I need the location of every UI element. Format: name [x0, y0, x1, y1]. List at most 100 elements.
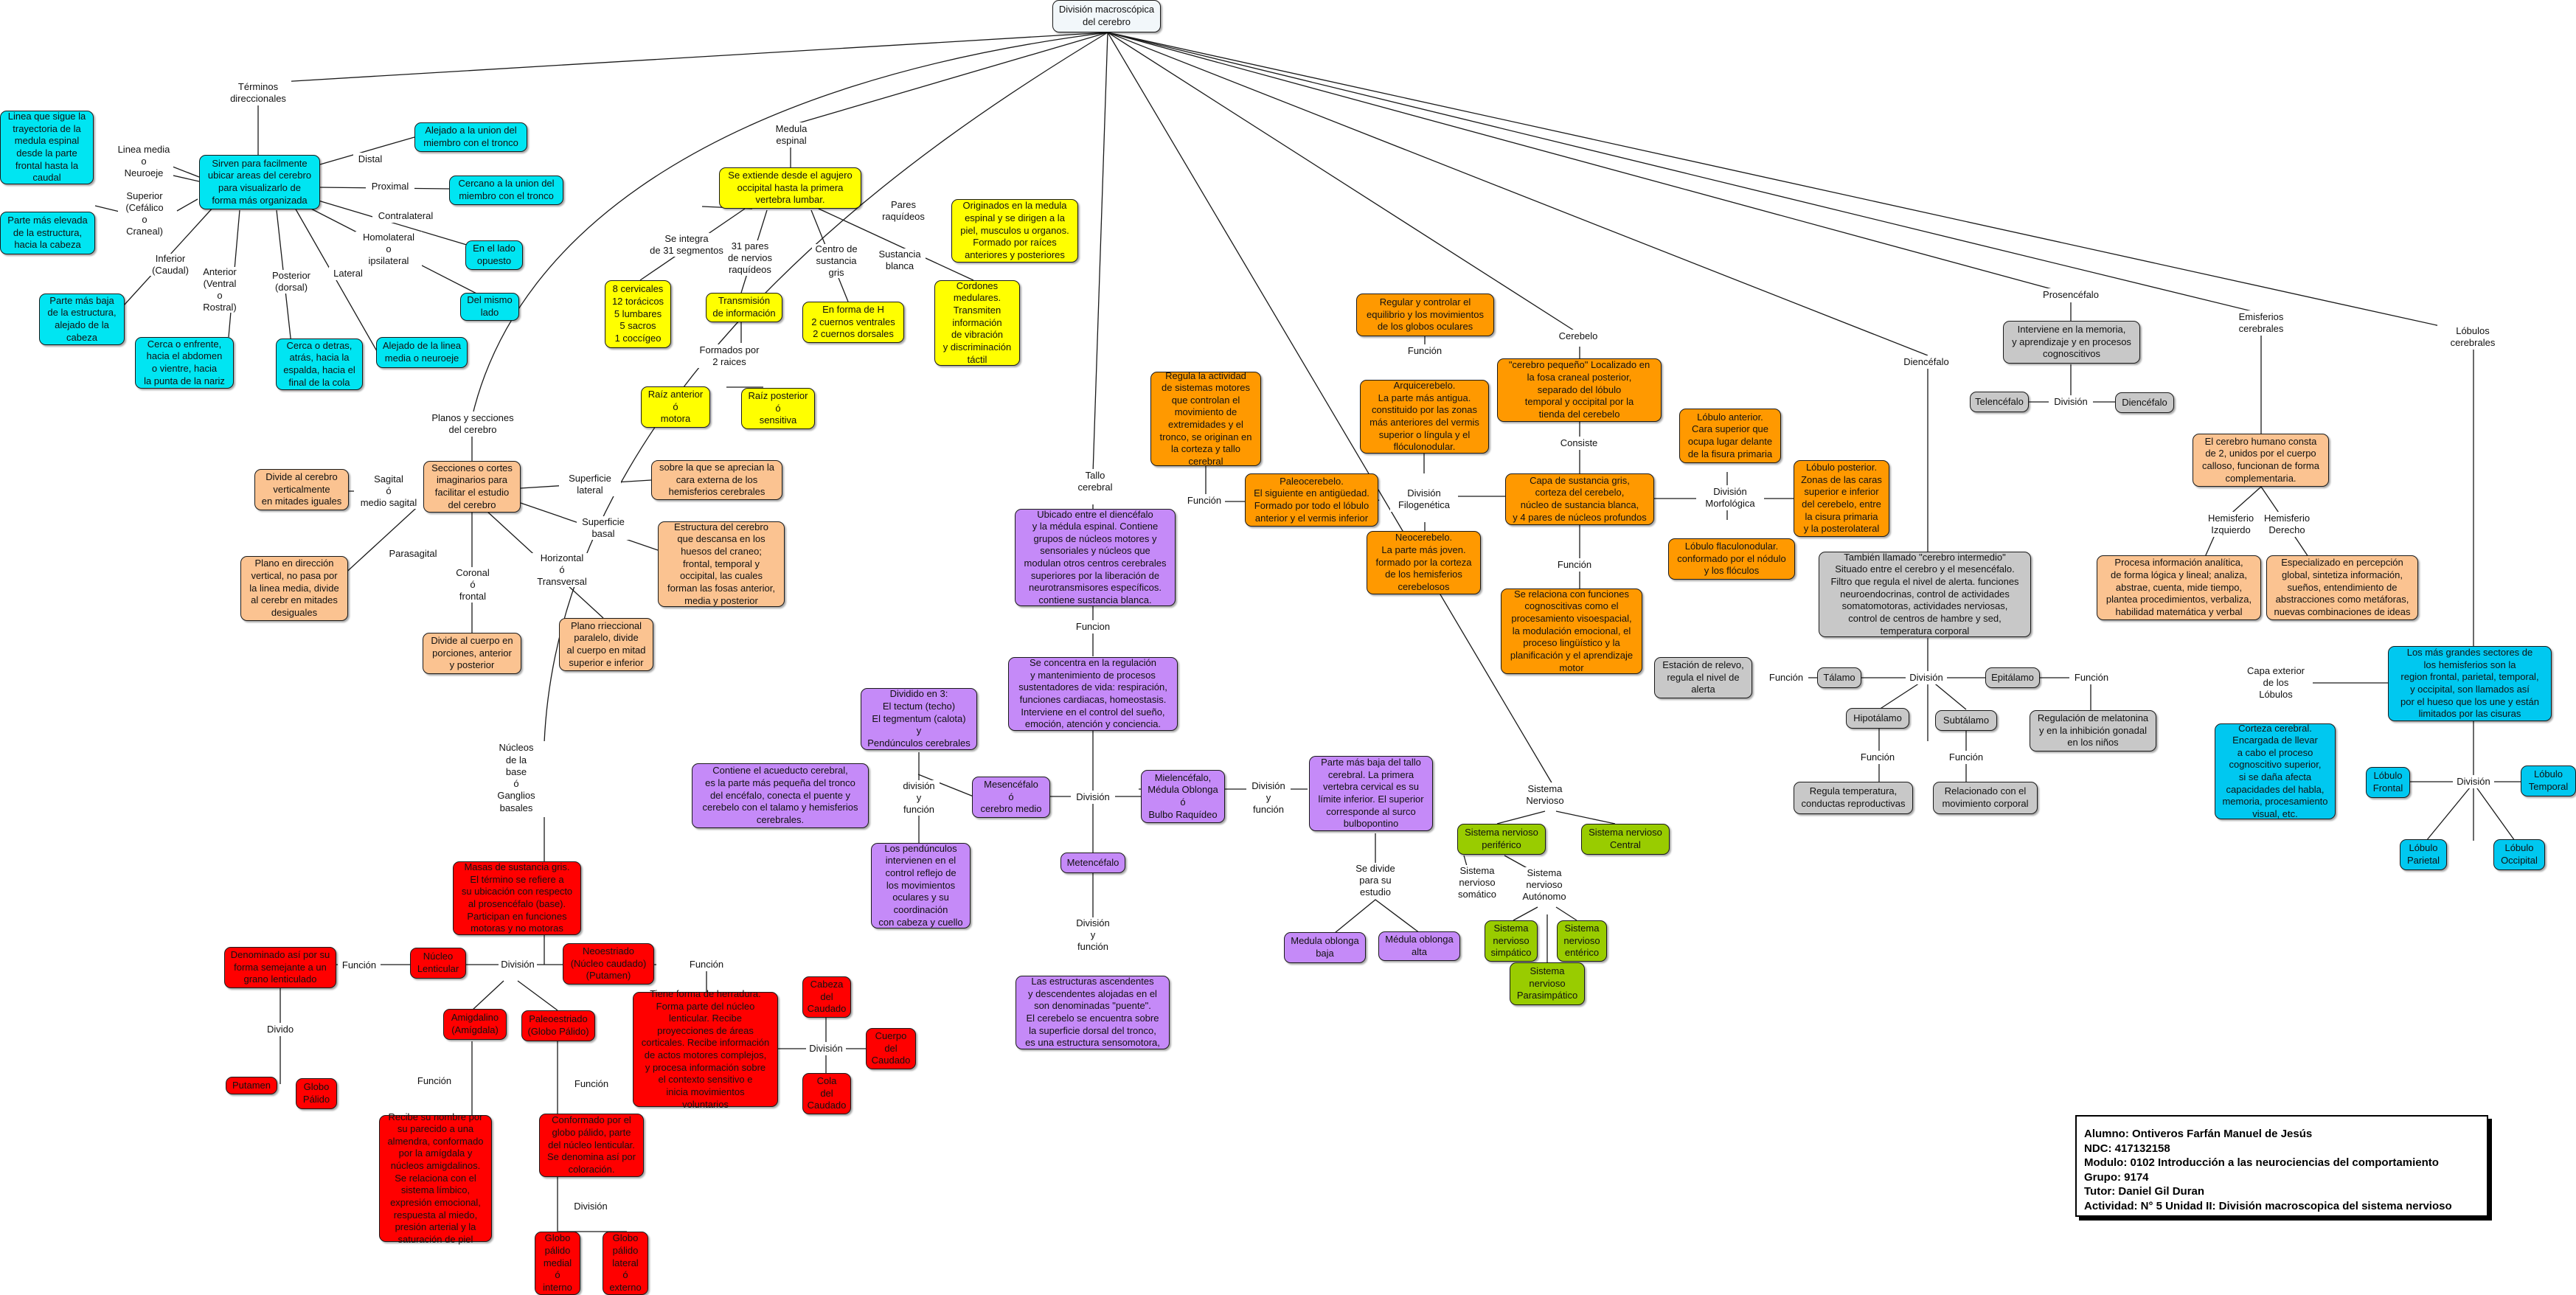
- division-morfologica-label: División Morfológica: [1696, 485, 1764, 510]
- raiz-posterior: Raíz posterior ó sensitiva: [741, 388, 815, 429]
- globo-palido: Globo Pálido: [296, 1078, 337, 1109]
- hemisferio-der-label: Hemisferio Derecho: [2257, 512, 2316, 537]
- info-actividad: Actividad: N° 5 Unidad II: División macr…: [2084, 1199, 2452, 1212]
- distal-node: Alejado a la union del miembro con el tr…: [414, 122, 527, 152]
- nervios-node: Transmisión de información: [706, 293, 782, 322]
- root-node: División macroscópica del cerebro: [1052, 0, 1161, 32]
- sistema-label: Sistema Nervioso: [1521, 782, 1569, 808]
- lobulos-main: Los más grandes sectores de los hemisfer…: [2388, 646, 2552, 721]
- sup-lateral-label: Superficie lateral: [559, 473, 621, 496]
- subtalamo: Subtálamo: [1935, 710, 1997, 731]
- tallo-main: Ubicado entre el diencéfalo y la médula …: [1015, 509, 1176, 606]
- blanca-node: Cordones medulares. Transmiten informaci…: [934, 280, 1020, 366]
- contralateral-node: En el lado opuesto: [465, 240, 523, 270]
- globo-medial: Globo pálido medial ó interno: [535, 1232, 580, 1295]
- sup-basal-label: Superficie basal: [577, 516, 630, 540]
- hemisferio-izq-label: Hemisferio Izquierdo: [2201, 512, 2260, 537]
- contralateral-label: Contralateral: [372, 209, 439, 223]
- segmentos-label: Se integra de 31 segmentos: [645, 233, 728, 257]
- anterior-label: Anterior (Ventral o Rostral): [193, 266, 246, 313]
- epitalamo: Epitálamo: [1985, 667, 2040, 688]
- lenticular: Núcleo Lenticular: [410, 948, 466, 979]
- mes-division-label: división y función: [898, 780, 940, 816]
- inferior-label: Inferior (Caudal): [144, 253, 197, 276]
- centro-node: En forma de H 2 cuernos ventrales 2 cuer…: [802, 302, 904, 343]
- proximal-label: Proximal: [366, 180, 414, 193]
- hipotalamo-funcion: Regula temperatura, conductas reproducti…: [1794, 782, 1913, 814]
- mes-bottom-node: Los pendúnculos intervienen en el contro…: [871, 843, 971, 928]
- lobulo-occipital: Lóbulo Occipital: [2493, 839, 2545, 870]
- amig-funcion-label: Función: [413, 1074, 456, 1088]
- sistema-parasimpatico: Sistema nervioso Parasimpático: [1510, 962, 1585, 1005]
- neo-funcion-label: Función: [683, 958, 730, 971]
- paleo-division-label: División: [571, 1200, 611, 1213]
- raiz-anterior: Raíz anterior ó motora: [641, 386, 710, 428]
- telencefalo: Telencéfalo: [1970, 392, 2029, 412]
- lobulo-frontal: Lóbulo Frontal: [2366, 767, 2410, 798]
- capa-exterior-label: Capa exterior de los Lóbulos: [2239, 665, 2313, 701]
- neoestriado: Neoestriado (Núcleo caudado) (Putamen): [563, 943, 654, 985]
- cerebelo-label: Cerebelo: [1552, 330, 1604, 343]
- hemisferio-izq-node: Procesa información analítica, de forma …: [2097, 555, 2261, 620]
- superior-label: Superior (Cefálico o Craneal): [118, 190, 171, 237]
- info-grupo: Grupo: 9174: [2084, 1170, 2149, 1184]
- diencefalo-label: Diencéfalo: [1897, 355, 1956, 369]
- hipotalamo: Hipotálamo: [1846, 708, 1909, 729]
- sistema-central: Sistema nervioso Central: [1581, 824, 1670, 855]
- globo-lateral: Globo pálido lateral ó externo: [603, 1232, 648, 1295]
- author-info-box: Alumno: Ontiveros Farfán Manuel de Jesús…: [2075, 1115, 2488, 1217]
- sup-lateral-node: sobre la que se aprecian la cara externa…: [651, 460, 782, 500]
- amig-funcion: Recibe su nombre por su parecido a una a…: [379, 1111, 492, 1245]
- coronal-node: Divide al cuerpo en porciones, anterior …: [423, 633, 521, 674]
- tallo-funcion-label: Funcion: [1071, 620, 1115, 633]
- epitalamo-funcion: Regulación de melatonina y en la inhibic…: [2030, 710, 2156, 751]
- miel-label: División y función: [1246, 780, 1291, 816]
- cabeza-caudado: Cabeza del Caudado: [802, 976, 851, 1018]
- nucleos-label: Núcleos de la base ó Ganglios basales: [485, 741, 548, 815]
- hemisferio-der-node: Especializado en percepción global, sint…: [2266, 555, 2418, 620]
- parasagital-label: Parasagital: [383, 547, 442, 560]
- coronal-label: Coronal ó frontal: [450, 567, 496, 603]
- lobulo-temporal: Lóbulo Temporal: [2521, 765, 2576, 796]
- terminos-label: Términos direccionales: [225, 80, 291, 105]
- mes-div-node: Dividido en 3: El tectum (techo) El tegm…: [861, 688, 977, 750]
- centro-label: Centro de sustancia gris: [812, 243, 861, 278]
- lenticular-funcion-label: Función: [338, 959, 381, 972]
- medula-label: Medula espinal: [768, 122, 814, 147]
- homolateral-label: Homolateral o ipsilateral: [355, 232, 422, 267]
- lobulos-division-label: División: [2453, 775, 2494, 788]
- arqui-funcion: Regular y controlar el equilibrio y los …: [1356, 294, 1494, 336]
- oblonga-baja: Medula oblonga baja: [1284, 932, 1366, 963]
- lobulo-flaculonodular: Lóbulo flaculonodular. conformado por el…: [1668, 538, 1795, 580]
- cerebelo-funcion-node: Se relaciona con funciones cognoscitivas…: [1501, 589, 1642, 674]
- sagital-node: Divide al cerebro verticalmente en mitad…: [254, 469, 349, 510]
- paleo-funcion-label: Función: [570, 1077, 613, 1091]
- terminos-main: Sirven para facilmente ubicar areas del …: [199, 155, 320, 209]
- miel-div-label: Se divide para su estudio: [1350, 863, 1401, 898]
- lateral-label: Lateral: [329, 267, 367, 280]
- lateral-node: Alejado de la linea media o neuroeje: [376, 337, 468, 368]
- cerebelo-funcion-label: Función: [1552, 558, 1597, 572]
- homolateral-node: Del mismo lado: [460, 293, 519, 321]
- mesencefalo: Mesencéfalo ó cerebro medio: [972, 777, 1050, 818]
- cuerpo-caudado: Cuerpo del Caudado: [866, 1028, 916, 1069]
- lenticular-divido-label: Divido: [258, 1023, 302, 1036]
- prosencefalo-main: Interviene en la memoria, y aprendizaje …: [2003, 321, 2140, 364]
- met-node: Las estructuras ascendentes y descendent…: [1016, 976, 1170, 1049]
- inferior-node: Parte más baja de la estructura, alejado…: [39, 294, 125, 345]
- posterior-label: Posterior (dorsal): [263, 270, 319, 294]
- subtalamo-funcion: Relacionado con el movimiento corporal: [1933, 782, 2038, 814]
- diencefalo-node: Diencéfalo: [2115, 392, 2174, 413]
- tallo-funcion-node: Se concentra en la regulación y mantenim…: [1008, 657, 1178, 731]
- lenticular-funcion: Denominado así por su forma semejante a …: [224, 947, 336, 988]
- blanca-label: Sustancia blanca: [874, 249, 926, 272]
- lobulo-anterior-cerebelo: Lóbulo anterior. Cara superior que ocupa…: [1679, 409, 1781, 463]
- arqui-funcion-label: Función: [1402, 344, 1448, 358]
- lobulos-label: Lóbulos cerebrales: [2437, 324, 2508, 350]
- amigdalino: Amigdalino (Amígdala): [443, 1009, 507, 1040]
- mes-left-node: Contiene el acueducto cerebral, es la pa…: [692, 763, 869, 828]
- division-filogenetica-label: División Filogenética: [1390, 487, 1458, 512]
- info-modulo: Modulo: 0102 Introducción a las neurocie…: [2084, 1156, 2439, 1169]
- subtalamo-funcion-label: Función: [1944, 751, 1988, 764]
